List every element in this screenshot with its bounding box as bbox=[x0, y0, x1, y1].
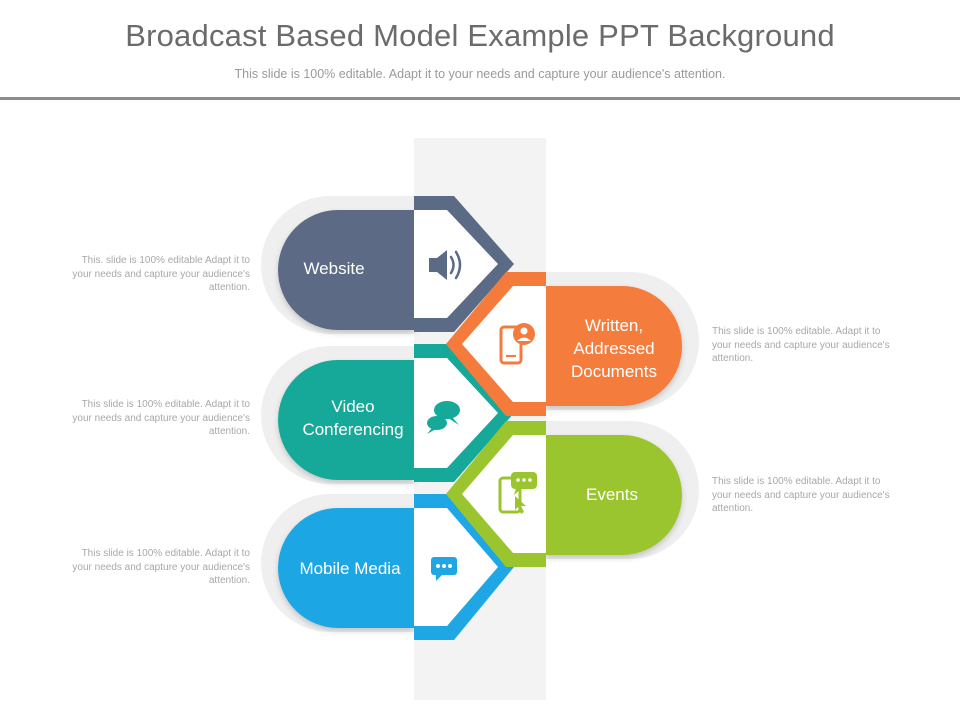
pill-events bbox=[546, 435, 682, 555]
label-written-documents: Written, Addressed Documents bbox=[571, 315, 657, 381]
description-events: This slide is 100% editable. Adapt it to… bbox=[712, 476, 890, 514]
label-events: Events bbox=[586, 484, 638, 504]
chevron-inner bbox=[462, 286, 546, 402]
item-mobile-media bbox=[261, 494, 514, 640]
pill-website bbox=[278, 210, 414, 330]
item-events bbox=[446, 421, 699, 567]
label-website: Website bbox=[303, 258, 365, 278]
description-video-conferencing: This slide is 100% editable. Adapt it to… bbox=[72, 399, 250, 437]
label-mobile-media: Mobile Media bbox=[299, 558, 401, 578]
description-mobile-media: This slide is 100% editable. Adapt it to… bbox=[72, 548, 250, 586]
pill-written-documents bbox=[546, 286, 682, 406]
item-written-documents bbox=[446, 272, 699, 416]
mobile-contact-icon bbox=[499, 323, 535, 365]
pill-video-conferencing bbox=[278, 360, 414, 480]
page-title: Broadcast Based Model Example PPT Backgr… bbox=[125, 18, 835, 53]
chevron-inner bbox=[462, 435, 546, 553]
chat-bubbles-icon bbox=[427, 401, 460, 434]
message-bubble-icon bbox=[431, 557, 457, 581]
description-website: This. slide is 100% editable Adapt it to… bbox=[72, 255, 250, 293]
chevron-inner bbox=[414, 210, 498, 318]
description-written-documents: This slide is 100% editable. Adapt it to… bbox=[712, 326, 890, 364]
speaker-icon bbox=[429, 250, 462, 280]
header-divider bbox=[0, 97, 960, 100]
page-subtitle: This slide is 100% editable. Adapt it to… bbox=[234, 67, 726, 81]
item-website bbox=[261, 196, 514, 334]
touch-chat-icon bbox=[498, 472, 537, 514]
pill-mobile-media bbox=[278, 508, 414, 628]
item-video-conferencing bbox=[261, 344, 514, 484]
label-video-conferencing: Video Conferencing bbox=[302, 397, 404, 439]
